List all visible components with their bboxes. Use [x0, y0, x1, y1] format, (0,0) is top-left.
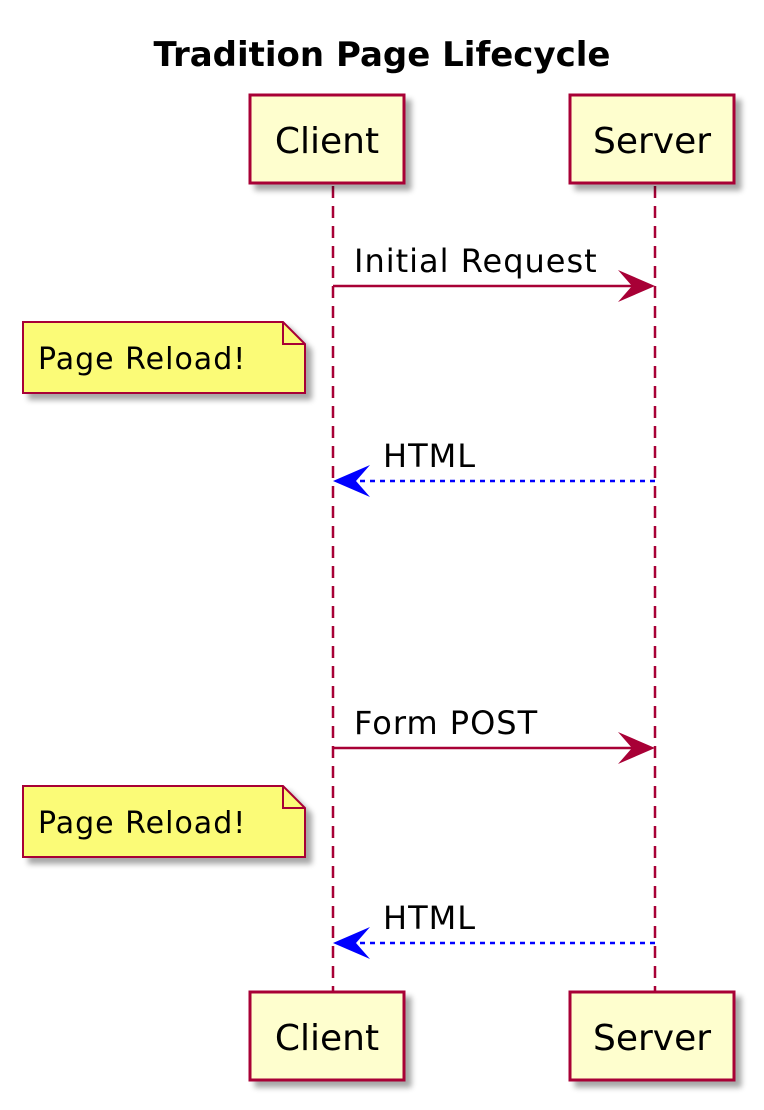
- note-page-reload-2: [22, 785, 306, 858]
- arrowhead-form-post: [618, 732, 655, 764]
- arrowhead-html-1: [333, 465, 370, 497]
- note-page-reload-1: [22, 321, 306, 394]
- server-actor-top-label: Server: [593, 121, 711, 162]
- server-actor-bottom-label: Server: [593, 1018, 711, 1059]
- message-label-form-post: Form POST: [354, 704, 538, 742]
- client-actor-bottom-label: Client: [275, 1018, 379, 1059]
- note-text-1: Page Reload!: [38, 342, 246, 377]
- note-text-2: Page Reload!: [38, 806, 246, 841]
- arrowhead-html-2: [333, 927, 370, 959]
- diagram-title: Tradition Page Lifecycle: [153, 35, 610, 75]
- message-label-html-2: HTML: [383, 899, 476, 937]
- client-actor-top-label: Client: [275, 121, 379, 162]
- message-label-html-1: HTML: [383, 437, 476, 475]
- server-actor-bottom: [568, 990, 736, 1082]
- client-actor-bottom: [248, 990, 406, 1082]
- message-label-initial-request: Initial Request: [354, 242, 598, 280]
- arrowhead-initial-request: [618, 270, 655, 302]
- client-actor-top: [248, 93, 406, 185]
- server-actor-top: [568, 93, 736, 185]
